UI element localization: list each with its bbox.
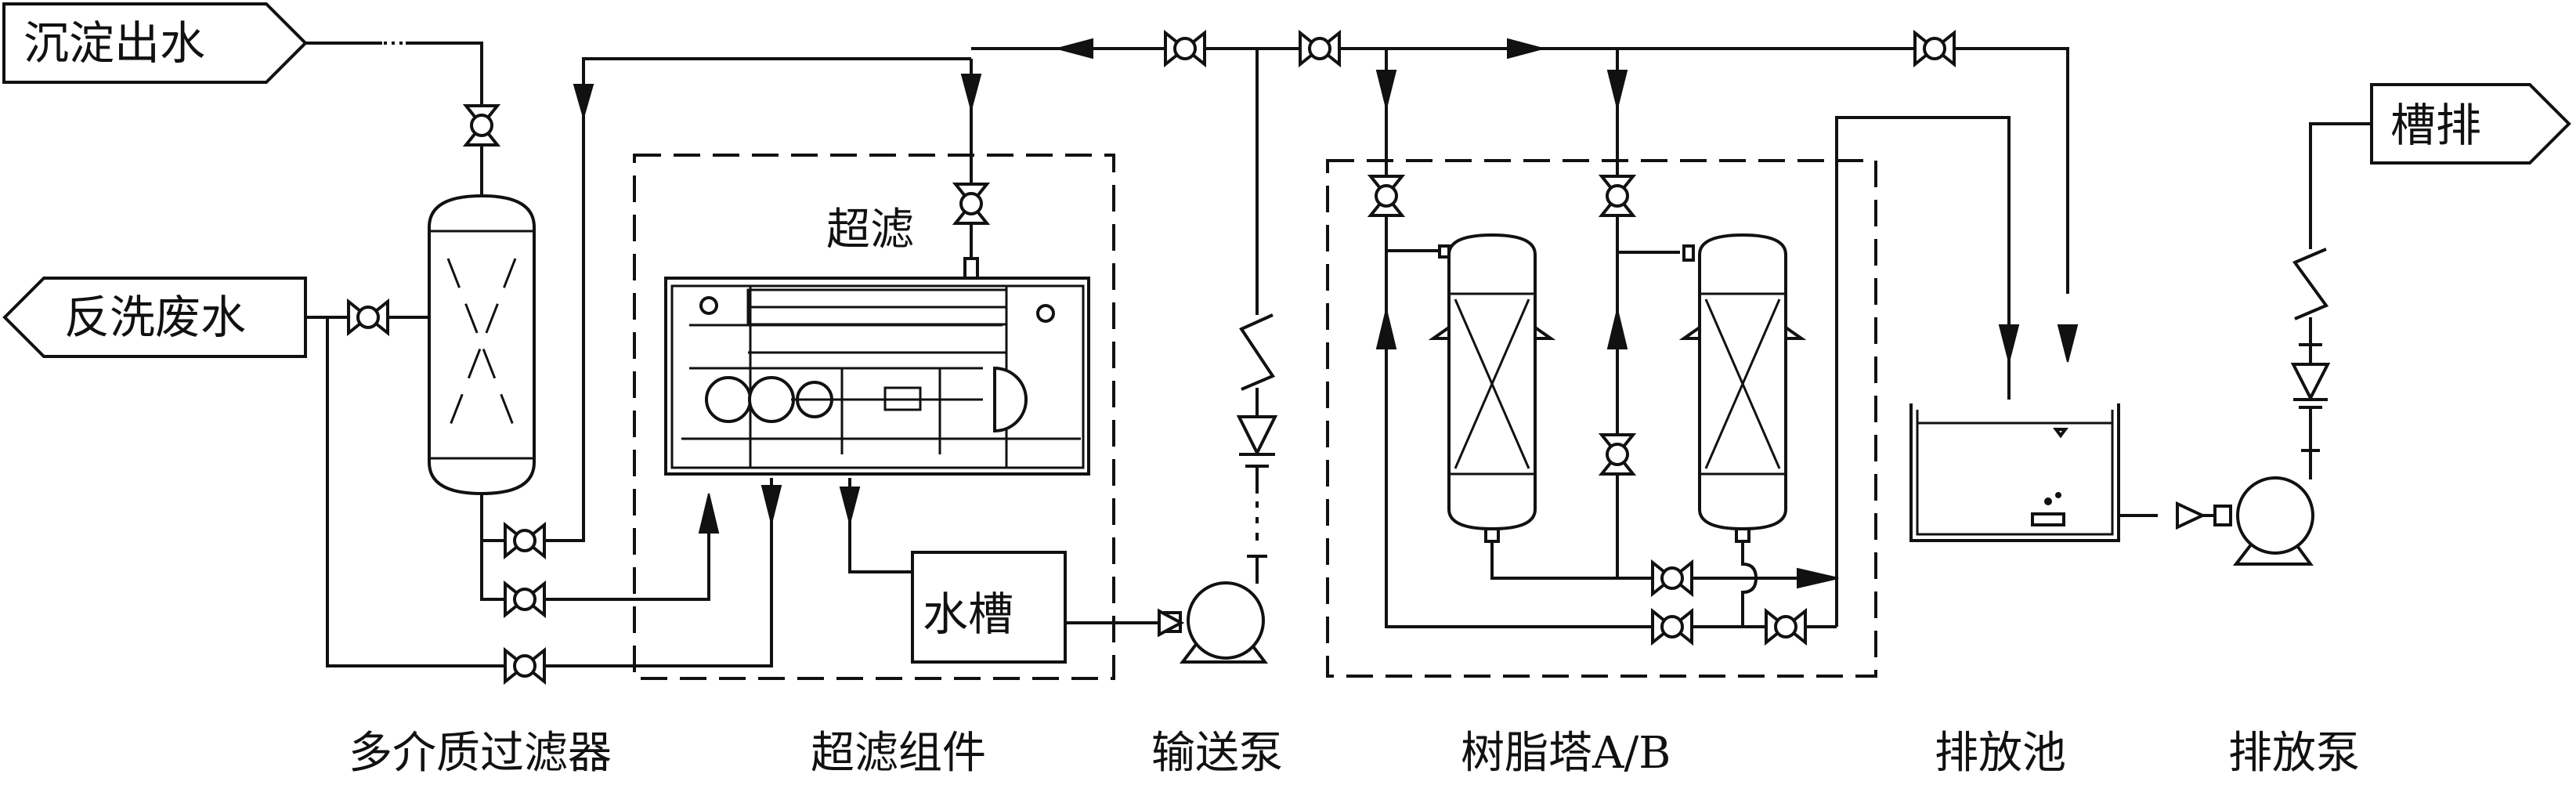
valve-main-2 [1299,29,1341,68]
flow-arrow [698,493,720,534]
valve-filter-outlet [504,521,546,560]
caption-discharge-pool: 排放池 [1935,728,2066,779]
backwash-waste-outlet-tag: 反洗废水 [2,277,307,358]
ultrafiltration-skid [664,277,1090,476]
caption-transfer-pump: 输送泵 [1151,728,1283,779]
tank-discharge-label: 槽排 [2390,99,2481,152]
caption-ultrafiltration-module: 超滤组件 [811,728,986,779]
valve-main-3 [1913,29,1956,68]
valve-tower-bottom-1 [1651,559,1693,598]
settled-water-label: 沉淀出水 [23,16,205,70]
water-tank [911,551,1067,664]
flow-arrow [1375,309,1397,349]
valve-filter-bottom [504,580,546,619]
flow-arrow [1606,309,1628,349]
valve-main-1 [1164,29,1206,68]
valve-tower-bottom-2 [1651,607,1693,646]
settled-water-inlet-tag: 沉淀出水 [2,2,308,84]
water-tank-label: 水槽 [923,588,1013,641]
flow-arrow [1797,567,1839,589]
flow-arrow [573,84,594,121]
flow-arrow [761,485,782,524]
flow-arrow [839,487,861,526]
transfer-pump [1163,581,1269,664]
flow-arrow [1998,324,2020,363]
ultrafiltration-module-boundary [633,154,1115,680]
valve-tower-bottom-3 [1765,607,1807,646]
valve-uf-backwash [504,646,546,686]
discharge-pump [2213,476,2314,566]
caption-resin-tower-ab: 树脂塔A/B [1461,728,1671,779]
flow-arrow [2176,501,2206,530]
resin-tower-boundary [1326,159,1877,678]
flow-arrow [1375,70,1397,109]
valve-uf-inlet [952,183,991,225]
valve-backwash-waste [347,298,389,337]
flow-arrow [1507,38,1546,60]
resin-tower-a [1428,233,1556,543]
ultrafiltration-label: 超滤 [826,204,914,255]
flow-arrow [960,74,982,113]
valve-tower-a-inlet [1367,175,1406,217]
flow-arrow [1606,70,1628,109]
tank-discharge-outlet-tag: 槽排 [2370,83,2571,165]
flow-arrow [1054,38,1093,60]
caption-discharge-pump: 排放泵 [2228,728,2360,779]
backwash-waste-label: 反洗废水 [64,291,246,344]
valve-tower-b-mid [1598,433,1637,476]
flow-arrow [1158,608,1185,638]
discharge-pool [1909,403,2120,542]
valve-tower-b-inlet [1598,175,1637,217]
resin-tower-b [1678,233,1807,543]
caption-multimedia-filter: 多介质过滤器 [349,728,612,779]
ultrafiltration-inlet-stub [963,257,979,280]
multimedia-filter [428,194,536,496]
flow-arrow [2057,324,2079,363]
valve-filter-inlet [462,104,501,147]
